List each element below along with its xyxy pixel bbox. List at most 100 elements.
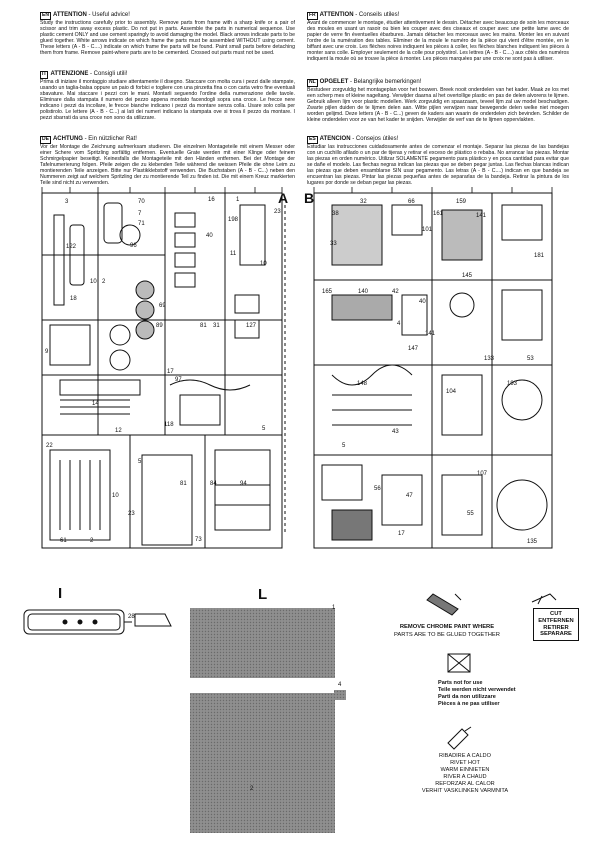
not-use-line-1: Teile werden nicht verwendet bbox=[438, 687, 516, 693]
cut-legend: CUT ENTFERNEN RETIRER SEPARARE bbox=[533, 608, 579, 642]
lang-tag-nl: NL bbox=[307, 79, 318, 87]
sprue-b-num-3: 38 bbox=[332, 211, 339, 217]
not-use-line-0: Parts not for use bbox=[438, 680, 483, 686]
sprue-a-num-33: 81 bbox=[200, 323, 207, 329]
sprue-a-num-0: 3 bbox=[65, 199, 69, 205]
not-use-line-2: Parti da non utilizzare bbox=[438, 694, 496, 700]
cut-icon bbox=[531, 593, 557, 605]
cut-line-1: ENTFERNEN bbox=[538, 617, 574, 624]
sprue-a-num-47: 17 bbox=[167, 369, 174, 375]
sprue-b-num-34: 104 bbox=[446, 389, 457, 395]
sprue-b-num-52: 107 bbox=[477, 471, 488, 477]
sprue-a-num-82: 73 bbox=[195, 537, 202, 543]
sprue-b-num-4: 101 bbox=[422, 227, 433, 233]
sprue-b-num-49: 56 bbox=[374, 486, 381, 492]
sprue-a-num-68: 22 bbox=[46, 443, 53, 449]
crossed-part-icon bbox=[447, 653, 471, 673]
sprue-a: 3 70 16 1 122 7 71 96 198 40 11 23 69 2 … bbox=[41, 187, 288, 549]
sprue-b-num-7: 141 bbox=[476, 213, 487, 219]
chrome-paint-icon bbox=[426, 593, 462, 616]
lang-tag-fr: FR bbox=[307, 12, 318, 20]
instruction-de-text: Vor der Montage die Zeichnung aufmerksam… bbox=[40, 143, 295, 187]
rivet-line-4: REFORZAR AL CALOR bbox=[435, 781, 495, 787]
sheet-l-letter: L bbox=[258, 586, 268, 603]
sprue-a-num-72: 10 bbox=[112, 493, 119, 499]
sprue-a-num-12: 69 bbox=[159, 303, 166, 309]
rivet-hot-legend: RIBADIRE A CALDO RIVET HOT WARM EINNIETE… bbox=[420, 753, 510, 795]
sprue-b-num-46: 5 bbox=[342, 443, 346, 449]
sprue-i-num-0: 28 bbox=[128, 614, 135, 620]
rivet-line-0: RIBADIRE A CALDO bbox=[439, 753, 491, 759]
sprue-a-num-9: 40 bbox=[206, 233, 213, 239]
sprue-b-num-6: 161 bbox=[433, 211, 444, 217]
rivet-line-3: RIVER A CHAUD bbox=[443, 774, 487, 780]
rivet-line-1: RIVET HOT bbox=[450, 760, 480, 766]
sprue-a-num-6: 71 bbox=[138, 221, 145, 227]
sprue-b-num-2: 159 bbox=[456, 199, 467, 205]
rivet-line-2: WARM EINNIETEN bbox=[440, 767, 490, 773]
sprue-a-num-79: 94 bbox=[240, 481, 247, 487]
sprue-a-num-80: 61 bbox=[60, 538, 67, 544]
sprue-a-num-50: 97 bbox=[175, 377, 182, 383]
sprue-a-num-8: 198 bbox=[228, 217, 239, 223]
sprue-b-num-1: 66 bbox=[408, 199, 415, 205]
sprue-a-num-2: 16 bbox=[208, 197, 215, 203]
sprue-b-num-26: 133 bbox=[484, 356, 495, 362]
sprue-b-num-25: 147 bbox=[408, 346, 419, 352]
sprue-b-num-56: 55 bbox=[467, 511, 474, 517]
cut-line-3: SEPARARE bbox=[540, 631, 572, 638]
sprue-b-num-10: 165 bbox=[322, 289, 333, 295]
sprue-a-num-24: 18 bbox=[70, 296, 77, 302]
sprue-a-num-77: 81 bbox=[180, 481, 187, 487]
sprue-a-num-78: 84 bbox=[210, 481, 217, 487]
sprue-b: 32 66 159 38 101 33 161 141 181 145 165 … bbox=[304, 187, 553, 549]
sprue-a-num-34: 31 bbox=[213, 323, 220, 329]
cut-line-2: RETIRER bbox=[543, 624, 569, 631]
sprue-b-num-9: 145 bbox=[462, 273, 473, 279]
instruction-en-text: Study the instructions carefully prior t… bbox=[40, 19, 295, 57]
sprue-a-num-73: 23 bbox=[128, 511, 135, 517]
sprue-b-num-11: 140 bbox=[358, 289, 369, 295]
sprue-a-num-1: 70 bbox=[138, 199, 145, 205]
sprue-a-num-71: 5 bbox=[138, 459, 142, 465]
sprue-i: 28 bbox=[23, 609, 172, 635]
sprue-a-num-67: 5 bbox=[262, 426, 266, 432]
sprue-a-num-11: 23 bbox=[274, 209, 281, 215]
sprue-a-num-14: 10 bbox=[260, 261, 267, 267]
sprue-b-num-27: 53 bbox=[527, 356, 534, 362]
sprue-b-letter: B bbox=[304, 190, 314, 206]
instruction-fr-text: Avant de commencer le montage, étudier a… bbox=[307, 19, 569, 63]
lang-tag-de: DE bbox=[40, 136, 51, 144]
sprue-a-num-10: 11 bbox=[230, 251, 237, 257]
sprue-b-num-16: 4 bbox=[397, 321, 401, 327]
lang-tag-it: IT bbox=[40, 71, 49, 79]
sprue-a-num-4: 122 bbox=[66, 244, 77, 250]
rivet-hot-icon bbox=[447, 726, 472, 750]
sprue-b-num-31: 148 bbox=[357, 381, 368, 387]
sprue-b-num-20: 141 bbox=[425, 331, 436, 337]
sprue-a-num-5: 7 bbox=[138, 211, 142, 217]
sprue-a-num-30: 89 bbox=[156, 323, 163, 329]
remove-chrome-sub: parts are to be glued together bbox=[394, 632, 500, 638]
sprue-b-num-65: 135 bbox=[527, 539, 538, 545]
sprue-a-num-13: 2 bbox=[102, 279, 106, 285]
sheet-l: 1 4 2 bbox=[190, 605, 346, 833]
not-use-line-3: Pièces à ne pas utiliser bbox=[438, 701, 500, 707]
instruction-nl-text: Bestudeer zorgvuldig het montageplan voo… bbox=[307, 86, 569, 124]
instruction-es-text: Estudiar las instrucciones cuidadosament… bbox=[307, 143, 569, 187]
sprue-a-num-36: 127 bbox=[246, 323, 257, 329]
instruction-it-text: Prima di iniziare il montaggio studiare … bbox=[40, 78, 295, 122]
sprue-a-num-60: 12 bbox=[115, 428, 122, 434]
sprue-a-letter: A bbox=[278, 190, 288, 206]
sprue-b-num-8: 181 bbox=[534, 253, 545, 259]
sprue-a-num-62: 118 bbox=[164, 422, 174, 428]
lang-tag-en: EN bbox=[40, 12, 51, 20]
sprue-b-num-0: 32 bbox=[360, 199, 367, 205]
sprue-a-num-42: 9 bbox=[45, 349, 49, 355]
sprue-a-num-3: 1 bbox=[236, 197, 240, 203]
